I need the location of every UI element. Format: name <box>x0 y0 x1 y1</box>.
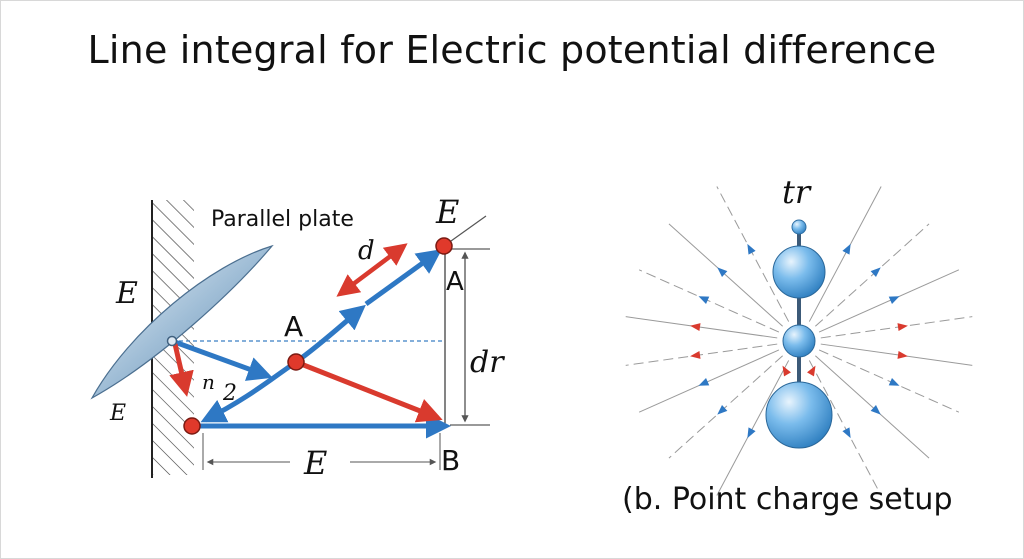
label-E-bottom: E <box>303 444 327 482</box>
label-E-bottom-left: E <box>109 401 126 426</box>
left-diagram: Parallel plate E d A E A dr n 2 E E B <box>90 193 505 482</box>
label-dr: dr <box>470 345 505 380</box>
plate-point <box>166 335 178 347</box>
point-A-mid <box>287 353 305 371</box>
field-line <box>815 355 930 459</box>
field-direction-marker <box>747 427 756 439</box>
field-direction-marker <box>698 296 710 304</box>
field-line <box>625 343 778 366</box>
red-arrow-d <box>336 243 408 297</box>
label-d: d <box>358 236 375 266</box>
field-line <box>638 269 780 333</box>
field-line <box>818 349 960 413</box>
field-direction-marker <box>690 350 701 359</box>
field-line <box>716 360 790 496</box>
field-line <box>716 186 790 322</box>
field-direction-marker <box>842 243 851 255</box>
label-n: n <box>202 370 215 394</box>
label-E-left: E <box>115 276 138 311</box>
rod-field-marker <box>782 365 791 377</box>
red-arrow-normal <box>169 343 194 397</box>
field-direction-marker <box>888 296 900 304</box>
field-line <box>625 316 778 339</box>
field-line <box>668 223 783 327</box>
point-bottom-left <box>183 417 201 435</box>
field-direction-marker <box>690 323 701 332</box>
right-diagram: tr <box>625 173 973 496</box>
lower-sphere <box>765 381 833 449</box>
field-direction-marker <box>870 267 881 278</box>
field-direction-marker <box>888 378 900 386</box>
point-A-top <box>435 237 453 255</box>
blue-arrow-to-top <box>364 249 443 307</box>
upper-sphere <box>772 245 826 299</box>
label-E-top: E <box>435 193 459 231</box>
field-line <box>668 355 783 459</box>
field-direction-marker <box>717 404 728 415</box>
field-direction-marker <box>747 243 756 255</box>
rod-field-marker <box>807 365 816 377</box>
blue-arrow-plate-to-mid <box>171 338 273 381</box>
field-direction-marker <box>842 427 851 439</box>
label-A-mid: A <box>284 310 303 343</box>
field-direction-marker <box>897 350 908 359</box>
field-direction-marker <box>698 378 710 386</box>
field-line <box>808 186 882 322</box>
field-direction-marker <box>870 404 881 415</box>
field-line <box>820 316 973 339</box>
label-tr: tr <box>782 173 812 211</box>
slide-title: Line integral for Electric potential dif… <box>87 28 937 72</box>
tilted-plate <box>90 244 274 400</box>
field-line <box>638 349 780 413</box>
label-B: B <box>441 444 460 477</box>
label-A-right: A <box>446 267 464 297</box>
label-2: 2 <box>222 381 237 406</box>
field-line <box>808 360 882 496</box>
field-line <box>815 223 930 327</box>
field-line <box>818 269 960 333</box>
blue-arrow-mid-to-bottom-left <box>200 359 298 423</box>
plate-label: Parallel plate <box>211 207 354 232</box>
field-direction-marker <box>897 323 908 332</box>
field-direction-marker <box>717 267 728 278</box>
tiny-top-sphere <box>791 219 807 235</box>
field-line <box>820 343 973 366</box>
center-charge-sphere <box>782 324 816 358</box>
red-arrow-mid-to-B <box>295 359 443 423</box>
field-lines <box>625 186 973 496</box>
right-diagram-caption: (b. Point charge setup <box>622 482 953 517</box>
blue-arrow-mid-upward <box>294 304 366 365</box>
